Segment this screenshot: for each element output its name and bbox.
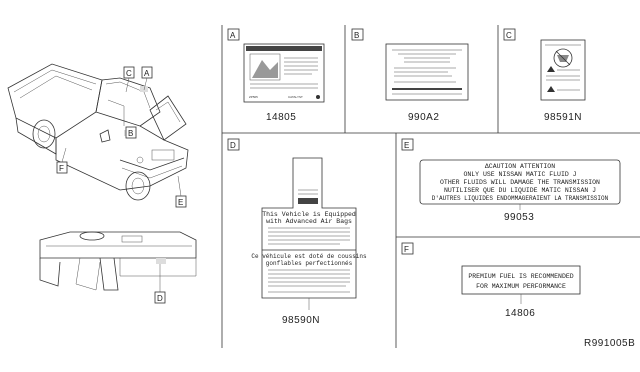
advanced-airbag-label[interactable]: This Vehicle is Equipped with Advanced A… xyxy=(251,157,367,299)
premium-fuel-label[interactable]: PREMIUM FUEL IS RECOMMENDED FOR MAXIMUM … xyxy=(461,265,581,295)
panel-e-letter: E xyxy=(404,141,409,150)
svg-text:E: E xyxy=(178,198,183,207)
panel-d: D This Vehicle is Equipped with Advanced… xyxy=(227,138,367,326)
callout-a[interactable]: A xyxy=(141,66,153,79)
callout-f[interactable]: F xyxy=(56,161,68,174)
part-number-990a2: 990A2 xyxy=(408,112,439,123)
transmission-caution-label[interactable]: ΔCAUTION ATTENTION ONLY USE NISSAN MATIC… xyxy=(419,159,621,205)
svg-text:PREMIUM FUEL IS RECOMMENDED: PREMIUM FUEL IS RECOMMENDED xyxy=(468,273,573,280)
emission-label[interactable]: ZP505 CATALYST xyxy=(243,43,325,103)
panel-c: C 98591N xyxy=(503,28,586,123)
svg-text:B: B xyxy=(128,129,133,138)
svg-text:This Vehicle is Equipped: This Vehicle is Equipped xyxy=(262,211,356,218)
panel-b-letter: B xyxy=(354,31,359,40)
panel-e: E ΔCAUTION ATTENTION ONLY USE NISSAN MAT… xyxy=(401,138,621,223)
panel-b: B 990A2 xyxy=(351,28,469,123)
svg-text:F: F xyxy=(59,164,64,173)
panel-f-letter: F xyxy=(404,245,409,254)
svg-text:Ce véhicule est doté de coussi: Ce véhicule est doté de coussins xyxy=(251,253,367,260)
panel-a: A ZP505 CATALYST 14805 xyxy=(227,28,325,123)
dashboard-illustration xyxy=(39,231,197,292)
panel-a-letter-box xyxy=(227,28,240,41)
callout-e[interactable]: E xyxy=(175,195,187,208)
panel-f: F PREMIUM FUEL IS RECOMMENDED FOR MAXIMU… xyxy=(401,242,581,319)
svg-text:A: A xyxy=(144,69,150,78)
svg-text:CATALYST: CATALYST xyxy=(288,95,303,99)
svg-text:ΔCAUTION ATTENTION: ΔCAUTION ATTENTION xyxy=(485,163,555,170)
callout-c[interactable]: C xyxy=(123,66,135,79)
part-number-99053: 99053 xyxy=(504,212,534,223)
callout-b[interactable]: B xyxy=(125,126,137,139)
svg-text:NUTILISER QUE DU LIQUIDE MATIC: NUTILISER QUE DU LIQUIDE MATIC NISSAN J xyxy=(444,187,596,194)
svg-text:D'AUTRES LIQUIDES ENDOMMAGERAI: D'AUTRES LIQUIDES ENDOMMAGERAIENT LA TRA… xyxy=(432,195,609,202)
panel-grid xyxy=(221,25,640,348)
panel-c-letter: C xyxy=(506,31,512,40)
svg-text:ZP505: ZP505 xyxy=(249,95,258,99)
truck-illustration xyxy=(7,63,189,201)
info-label-990a2[interactable] xyxy=(385,43,469,101)
part-number-14805: 14805 xyxy=(266,112,296,123)
callout-d[interactable]: D xyxy=(154,291,166,304)
svg-text:with Advanced Air Bags: with Advanced Air Bags xyxy=(266,218,352,225)
part-number-98590n: 98590N xyxy=(282,315,320,326)
svg-text:C: C xyxy=(126,69,132,78)
panel-a-letter: A xyxy=(230,31,236,40)
svg-text:ONLY USE NISSAN MATIC FLUID J: ONLY USE NISSAN MATIC FLUID J xyxy=(463,171,576,178)
svg-text:gonflables perfectionnés: gonflables perfectionnés xyxy=(266,260,353,267)
part-number-98591n: 98591N xyxy=(544,112,582,123)
panel-d-letter: D xyxy=(230,141,236,150)
svg-text:FOR MAXIMUM PERFORMANCE: FOR MAXIMUM PERFORMANCE xyxy=(476,283,566,290)
svg-text:OTHER FLUIDS WILL DAMAGE THE T: OTHER FLUIDS WILL DAMAGE THE TRANSMISSIO… xyxy=(440,179,600,186)
svg-text:D: D xyxy=(157,294,163,303)
airbag-warning-label[interactable] xyxy=(540,39,586,101)
diagram-id: R991005B xyxy=(584,338,635,349)
part-number-14806: 14806 xyxy=(505,308,535,319)
